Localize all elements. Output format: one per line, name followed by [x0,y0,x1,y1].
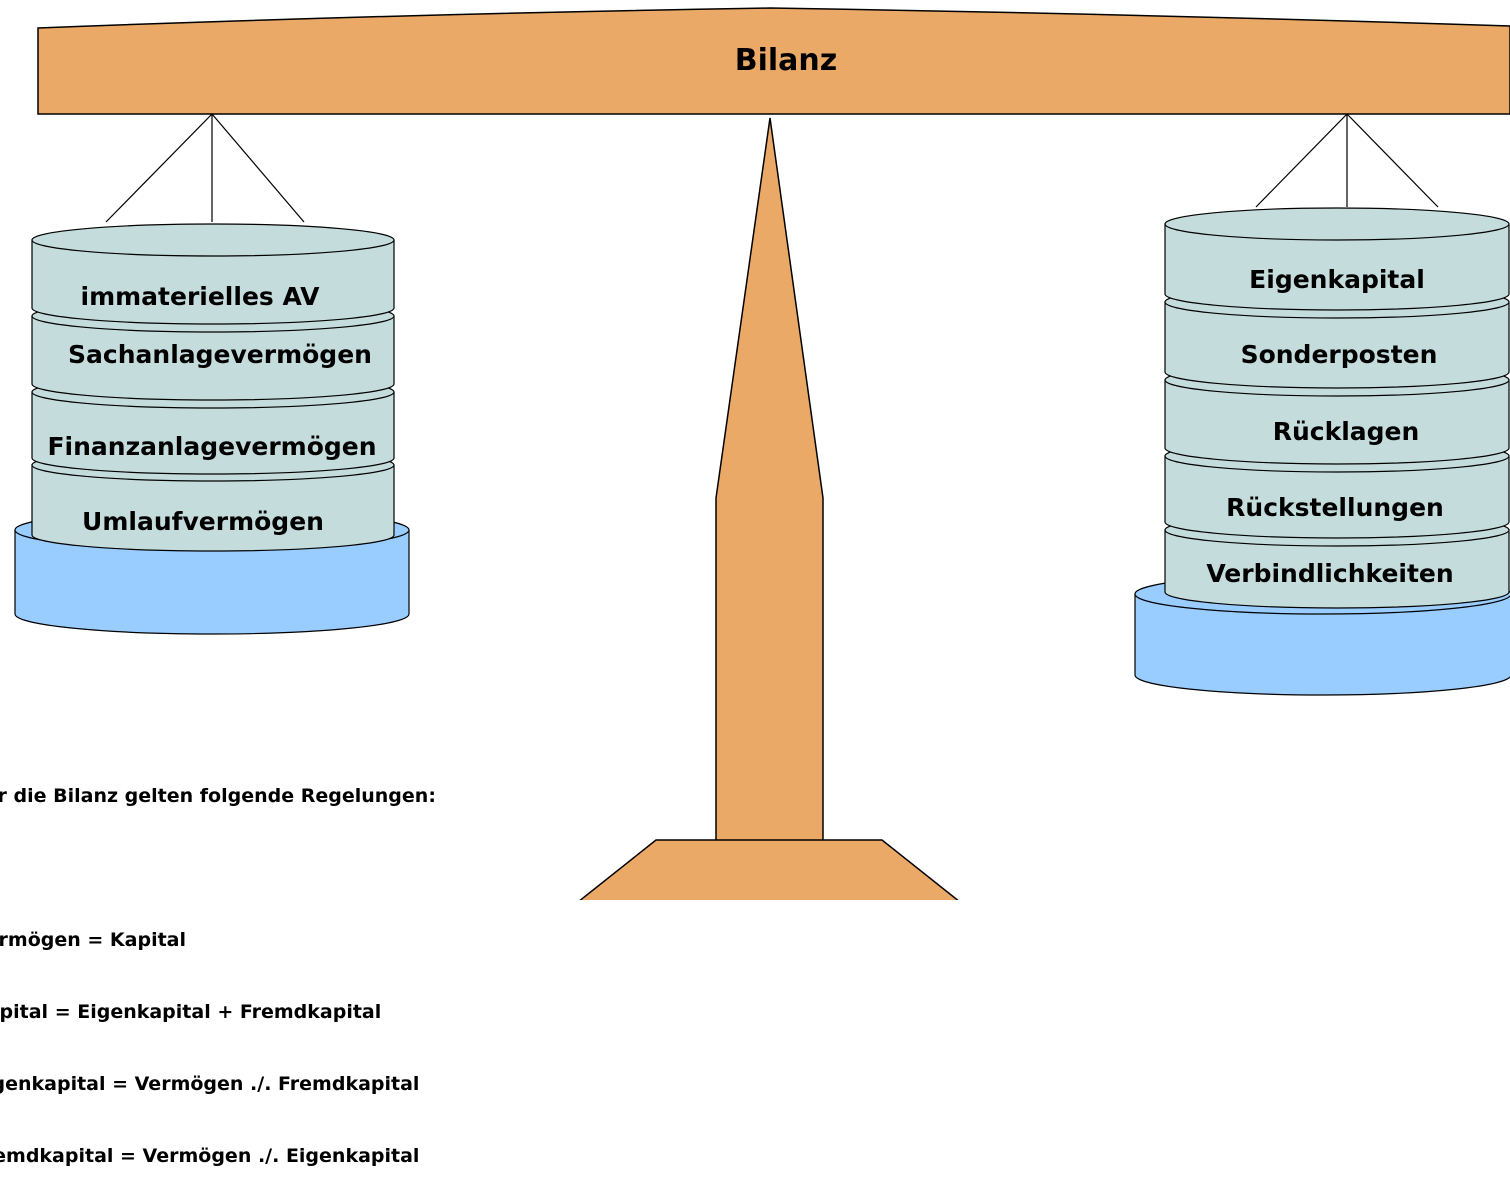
rule-line-3: Eigenkapital = Vermögen ./. Fremdkapital [0,1073,420,1095]
rule-line-4: Fremdkapital = Vermögen ./. Eigenkapital [0,1145,420,1167]
rules-heading: Für die Bilanz gelten folgende Regelunge… [0,785,436,807]
right-hanger-strings [1255,113,1439,208]
left-label-umlaufvermoegen: Umlaufvermögen [82,507,324,536]
left-label-immaterielles-av: immaterielles AV [81,282,321,311]
right-label-eigenkapital: Eigenkapital [1249,265,1425,294]
right-stack [1164,207,1510,609]
left-hanger-strings [105,113,305,223]
balance-scale-diagram: Bilanz [14,7,1510,900]
right-label-ruecklagen: Rücklagen [1273,417,1420,446]
beam-title: Bilanz [735,43,838,78]
left-disk-immaterielles-av [31,223,395,325]
rules-text-block: Für die Bilanz gelten folgende Regelunge… [0,736,436,1192]
scale-pillar [715,117,824,843]
right-label-rueckstellungen: Rückstellungen [1226,493,1444,522]
left-label-finanzanlagevermoegen: Finanzanlagevermögen [47,432,376,461]
scale-beam [37,7,1510,115]
scale-foot [579,839,959,900]
rule-line-2: Kapital = Eigenkapital + Fremdkapital [0,1001,382,1023]
left-stack [31,223,395,552]
right-disk-eigenkapital [1164,207,1510,311]
rules-blank-line [0,856,436,880]
right-label-verbindlichkeiten: Verbindlichkeiten [1206,559,1453,588]
right-label-sonderposten: Sonderposten [1241,340,1438,369]
rule-line-1: Vermögen = Kapital [0,929,187,951]
left-label-sachanlagevermoegen: Sachanlagevermögen [68,340,372,369]
